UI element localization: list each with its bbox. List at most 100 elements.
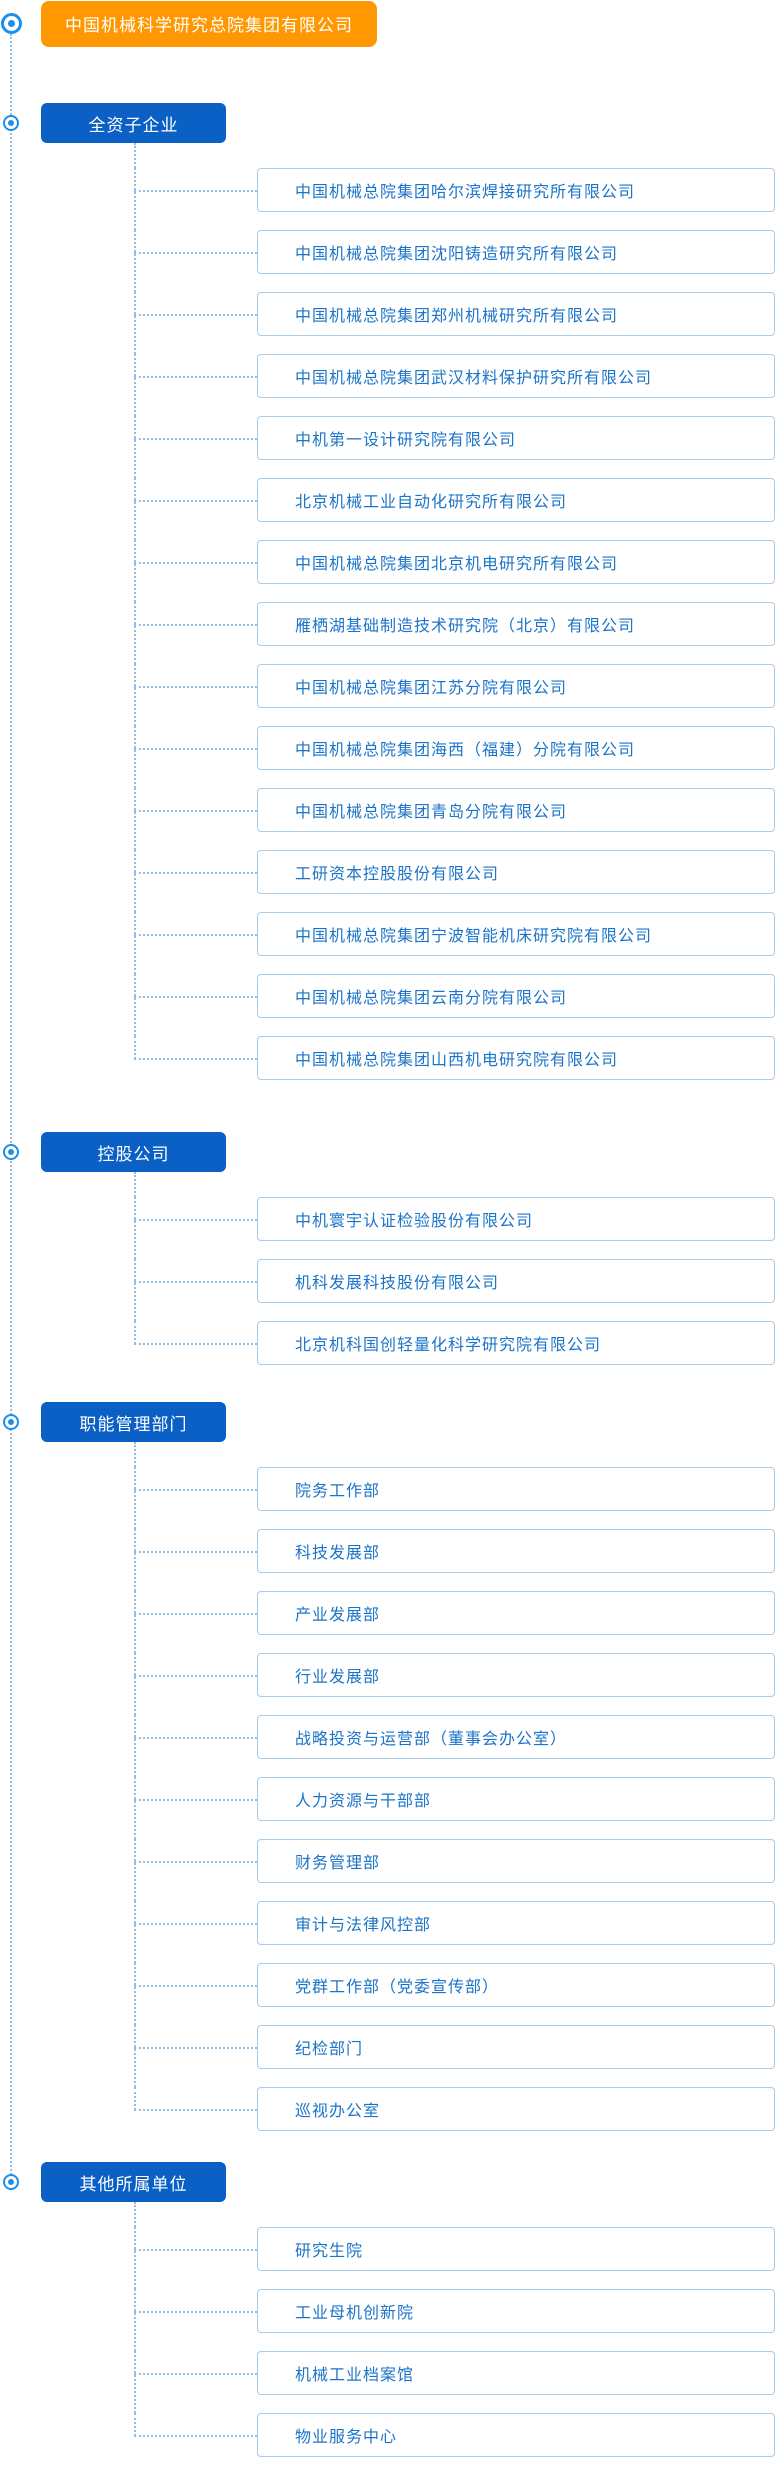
sections-container: 全资子企业 中国机械总院集团哈尔滨焊接研究所有限公司 中国机械总院集团沈阳铸造研… (0, 103, 779, 2457)
tree-item-row: 机科发展科技股份有限公司 (134, 1259, 775, 1321)
tree-item-label: 中国机械总院集团沈阳铸造研究所有限公司 (295, 246, 619, 263)
tree-item-2-2[interactable]: 产业发展部 (257, 1591, 775, 1635)
tree-item-0-7[interactable]: 雁栖湖基础制造技术研究院（北京）有限公司 (257, 602, 775, 646)
section-0: 全资子企业 中国机械总院集团哈尔滨焊接研究所有限公司 中国机械总院集团沈阳铸造研… (0, 103, 779, 1080)
tree-item-row: 中国机械总院集团云南分院有限公司 (134, 974, 775, 1036)
tree-item-label: 北京机科国创轻量化科学研究院有限公司 (295, 1337, 602, 1354)
tree-item-2-1[interactable]: 科技发展部 (257, 1529, 775, 1573)
section-header-label: 职能管理部门 (79, 1414, 188, 1434)
tree-item-label: 院务工作部 (295, 1483, 381, 1500)
tree-item-0-14[interactable]: 中国机械总院集团山西机电研究院有限公司 (257, 1036, 775, 1080)
tree-item-2-0[interactable]: 院务工作部 (257, 1467, 775, 1511)
tree-item-label: 中国机械总院集团青岛分院有限公司 (295, 804, 568, 821)
tree-item-3-0[interactable]: 研究生院 (257, 2227, 775, 2271)
tree-item-0-4[interactable]: 中机第一设计研究院有限公司 (257, 416, 775, 460)
tree-item-label: 物业服务中心 (295, 2429, 398, 2446)
tree-item-2-7[interactable]: 审计与法律风控部 (257, 1901, 775, 1945)
tree-item-label: 机械工业档案馆 (295, 2367, 415, 2384)
tree-item-0-10[interactable]: 中国机械总院集团青岛分院有限公司 (257, 788, 775, 832)
tree-item-label: 中国机械总院集团云南分院有限公司 (295, 990, 568, 1007)
ring-dot-icon-center (8, 2179, 14, 2185)
tree-item-row: 雁栖湖基础制造技术研究院（北京）有限公司 (134, 602, 775, 664)
tree-item-label: 巡视办公室 (295, 2103, 381, 2120)
tree-item-label: 财务管理部 (295, 1855, 381, 1872)
tree-item-0-12[interactable]: 中国机械总院集团宁波智能机床研究院有限公司 (257, 912, 775, 956)
tree-item-0-0[interactable]: 中国机械总院集团哈尔滨焊接研究所有限公司 (257, 168, 775, 212)
tree-item-1-1[interactable]: 机科发展科技股份有限公司 (257, 1259, 775, 1303)
section-header[interactable]: 职能管理部门 (41, 1402, 226, 1442)
tree-item-2-10[interactable]: 巡视办公室 (257, 2087, 775, 2131)
section-3: 其他所属单位 研究生院 工业母机创新院 机械工业档案馆 物业服务中心 (0, 2162, 779, 2457)
tree-item-label: 北京机械工业自动化研究所有限公司 (295, 494, 568, 511)
tree-item-3-1[interactable]: 工业母机创新院 (257, 2289, 775, 2333)
tree-item-label: 中国机械总院集团宁波智能机床研究院有限公司 (295, 928, 653, 945)
tree-item-2-3[interactable]: 行业发展部 (257, 1653, 775, 1697)
section-header[interactable]: 全资子企业 (41, 103, 226, 143)
tree-item-0-13[interactable]: 中国机械总院集团云南分院有限公司 (257, 974, 775, 1018)
tree-item-label: 中国机械总院集团哈尔滨焊接研究所有限公司 (295, 184, 636, 201)
tree-item-row: 审计与法律风控部 (134, 1901, 775, 1963)
tree-item-0-1[interactable]: 中国机械总院集团沈阳铸造研究所有限公司 (257, 230, 775, 274)
tree-item-0-3[interactable]: 中国机械总院集团武汉材料保护研究所有限公司 (257, 354, 775, 398)
tree-item-row: 党群工作部（党委宣传部） (134, 1963, 775, 2025)
tree-item-2-8[interactable]: 党群工作部（党委宣传部） (257, 1963, 775, 2007)
tree-item-row: 中机寰宇认证检验股份有限公司 (134, 1197, 775, 1259)
root-node[interactable]: 中国机械科学研究总院集团有限公司 (41, 0, 377, 47)
tree-item-0-5[interactable]: 北京机械工业自动化研究所有限公司 (257, 478, 775, 522)
section-header-label: 全资子企业 (88, 115, 179, 135)
tree-item-2-4[interactable]: 战略投资与运营部（董事会办公室） (257, 1715, 775, 1759)
tree-item-label: 中国机械总院集团江苏分院有限公司 (295, 680, 568, 697)
section-header[interactable]: 控股公司 (41, 1132, 226, 1172)
root-row: 中国机械科学研究总院集团有限公司 (0, 0, 779, 47)
tree-item-row: 中国机械总院集团青岛分院有限公司 (134, 788, 775, 850)
tree-item-label: 人力资源与干部部 (295, 1793, 432, 1810)
tree-item-row: 北京机械工业自动化研究所有限公司 (134, 478, 775, 540)
section-header-label: 其他所属单位 (79, 2174, 188, 2194)
tree-item-row: 行业发展部 (134, 1653, 775, 1715)
tree-item-row: 工业母机创新院 (134, 2289, 775, 2351)
ring-dot-icon (3, 1144, 19, 1160)
ring-dot-icon (3, 1414, 19, 1430)
tree-item-label: 行业发展部 (295, 1669, 381, 1686)
tree-item-row: 中国机械总院集团海西（福建）分院有限公司 (134, 726, 775, 788)
tree-item-label: 产业发展部 (295, 1607, 381, 1624)
tree-item-1-2[interactable]: 北京机科国创轻量化科学研究院有限公司 (257, 1321, 775, 1365)
tree-item-label: 审计与法律风控部 (295, 1917, 432, 1934)
tree-item-0-9[interactable]: 中国机械总院集团海西（福建）分院有限公司 (257, 726, 775, 770)
tree-item-0-11[interactable]: 工研资本控股股份有限公司 (257, 850, 775, 894)
tree-item-row: 物业服务中心 (134, 2413, 775, 2457)
tree-item-row: 产业发展部 (134, 1591, 775, 1653)
tree-item-2-6[interactable]: 财务管理部 (257, 1839, 775, 1883)
ring-dot-icon-center (8, 120, 14, 126)
tree-item-label: 纪检部门 (295, 2041, 364, 2058)
tree-item-row: 中国机械总院集团郑州机械研究所有限公司 (134, 292, 775, 354)
tree-item-row: 财务管理部 (134, 1839, 775, 1901)
tree-item-2-5[interactable]: 人力资源与干部部 (257, 1777, 775, 1821)
tree-item-label: 中国机械总院集团北京机电研究所有限公司 (295, 556, 619, 573)
tree-item-3-3[interactable]: 物业服务中心 (257, 2413, 775, 2457)
section-items: 中机寰宇认证检验股份有限公司 机科发展科技股份有限公司 北京机科国创轻量化科学研… (134, 1172, 779, 1365)
tree-item-label: 中国机械总院集团武汉材料保护研究所有限公司 (295, 370, 653, 387)
tree-item-1-0[interactable]: 中机寰宇认证检验股份有限公司 (257, 1197, 775, 1241)
tree-item-0-8[interactable]: 中国机械总院集团江苏分院有限公司 (257, 664, 775, 708)
section-header-row: 其他所属单位 (0, 2162, 779, 2202)
section-1: 控股公司 中机寰宇认证检验股份有限公司 机科发展科技股份有限公司 北京机科国创轻… (0, 1132, 779, 1365)
tree-item-2-9[interactable]: 纪检部门 (257, 2025, 775, 2069)
tree-item-label: 雁栖湖基础制造技术研究院（北京）有限公司 (295, 618, 636, 635)
tree-item-row: 巡视办公室 (134, 2087, 775, 2131)
section-items: 院务工作部 科技发展部 产业发展部 行业发展部 战略投资与运营部（董事会办公室）… (134, 1442, 779, 2131)
tree-item-0-2[interactable]: 中国机械总院集团郑州机械研究所有限公司 (257, 292, 775, 336)
tree-item-label: 战略投资与运营部（董事会办公室） (295, 1731, 568, 1748)
tree-item-row: 中国机械总院集团沈阳铸造研究所有限公司 (134, 230, 775, 292)
section-2: 职能管理部门 院务工作部 科技发展部 产业发展部 行业发展部 战略投资与运营部（… (0, 1402, 779, 2131)
root-node-label: 中国机械科学研究总院集团有限公司 (65, 16, 353, 35)
spine-connector-line (10, 34, 12, 2182)
section-items: 研究生院 工业母机创新院 机械工业档案馆 物业服务中心 (134, 2202, 779, 2457)
tree-item-label: 中国机械总院集团郑州机械研究所有限公司 (295, 308, 619, 325)
section-header[interactable]: 其他所属单位 (41, 2162, 226, 2202)
tree-item-3-2[interactable]: 机械工业档案馆 (257, 2351, 775, 2395)
tree-item-0-6[interactable]: 中国机械总院集团北京机电研究所有限公司 (257, 540, 775, 584)
tree-item-label: 研究生院 (295, 2243, 364, 2260)
tree-item-row: 研究生院 (134, 2227, 775, 2289)
